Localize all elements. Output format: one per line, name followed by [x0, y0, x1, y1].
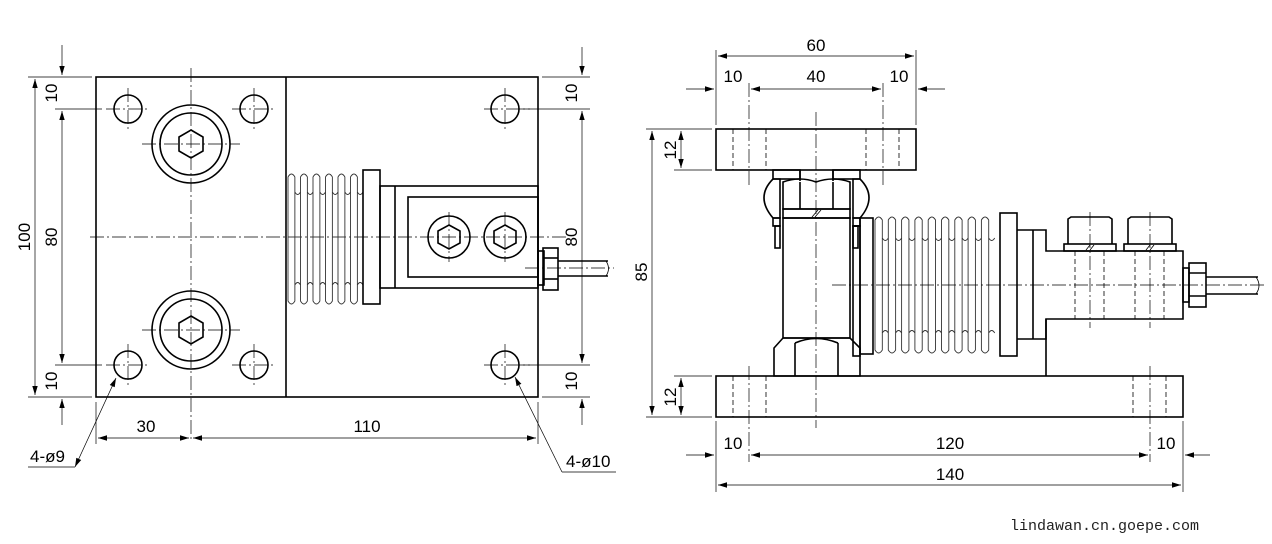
connector-2	[1123, 216, 1177, 252]
watermark: lindawan.cn.goepe.com	[1010, 518, 1199, 535]
dim-label-10-base-right: 10	[1157, 434, 1176, 453]
dim-label-30: 30	[137, 417, 156, 436]
dim-label-10-bottom-right: 10	[562, 372, 581, 391]
spherical-bearing	[763, 169, 870, 249]
dim-label-110: 110	[353, 417, 380, 436]
mounting-hole-left-bottom-1	[106, 344, 150, 386]
dim-label-60: 60	[807, 36, 826, 55]
dim-label-80-right: 80	[562, 228, 581, 247]
callout-label-left-holes: 4-ø9	[30, 447, 65, 466]
dimension-heights: 85 12 12	[632, 128, 712, 418]
dim-label-10-top-right: 10	[562, 84, 581, 103]
mounting-hole-right-bottom	[484, 344, 530, 386]
dimension-hole-spacing-right: 80 10 10	[520, 47, 590, 425]
mounting-hole-left-top-1	[106, 88, 150, 130]
dimension-bottom-widths: 30 110	[95, 402, 539, 444]
bellows-convolutions	[287, 173, 364, 305]
dim-label-140: 140	[936, 465, 964, 484]
load-column	[782, 217, 851, 339]
dim-label-10-bottom-left: 10	[42, 372, 61, 391]
dim-label-12-top: 12	[661, 141, 680, 160]
right-view: 60 10 40 10 85 12 12	[632, 36, 1266, 492]
sensor-body-side	[1017, 212, 1184, 376]
cable-gland	[537, 247, 559, 291]
mounting-hole-left-top-2	[232, 88, 276, 130]
dim-label-10-top-left: 10	[724, 67, 743, 86]
callout-4-dia-9: 4-ø9	[28, 377, 117, 468]
bellows-side-view	[874, 216, 996, 354]
dim-label-12-bottom: 12	[661, 388, 680, 407]
bellows-convolutions	[874, 216, 996, 354]
mounting-hole-right-top	[484, 88, 530, 130]
connector-1	[1063, 216, 1117, 252]
bottom-hex-nut	[773, 337, 861, 377]
dim-label-85: 85	[632, 263, 651, 282]
sensor-body-inner	[407, 196, 539, 278]
dim-label-40: 40	[807, 67, 826, 86]
flange-side	[999, 212, 1018, 357]
dim-label-80-left: 80	[42, 228, 61, 247]
dim-label-10-base-left: 10	[724, 434, 743, 453]
cable-side	[832, 276, 1266, 295]
base-plate	[715, 375, 1184, 418]
small-hex-bolt-2	[483, 212, 527, 262]
dim-label-120: 120	[936, 434, 964, 453]
bellows-top-view	[287, 173, 364, 305]
small-hex-bolt-1	[427, 212, 471, 262]
callout-4-dia-10: 4-ø10	[514, 376, 616, 473]
left-view: 100 80 10 10 80 10 10	[15, 45, 616, 473]
dim-label-10-top-right: 10	[890, 67, 909, 86]
callout-label-right-holes: 4-ø10	[566, 452, 610, 471]
dimension-top-plate: 60 10 40 10	[686, 36, 945, 125]
dim-label-100: 100	[15, 223, 34, 251]
dim-label-10-top-left: 10	[42, 84, 61, 103]
mounting-hole-left-bottom-2	[232, 344, 276, 386]
dimension-base: 10 120 10 140	[686, 421, 1210, 492]
dimension-hole-spacing-left: 80 10 10	[42, 45, 102, 425]
